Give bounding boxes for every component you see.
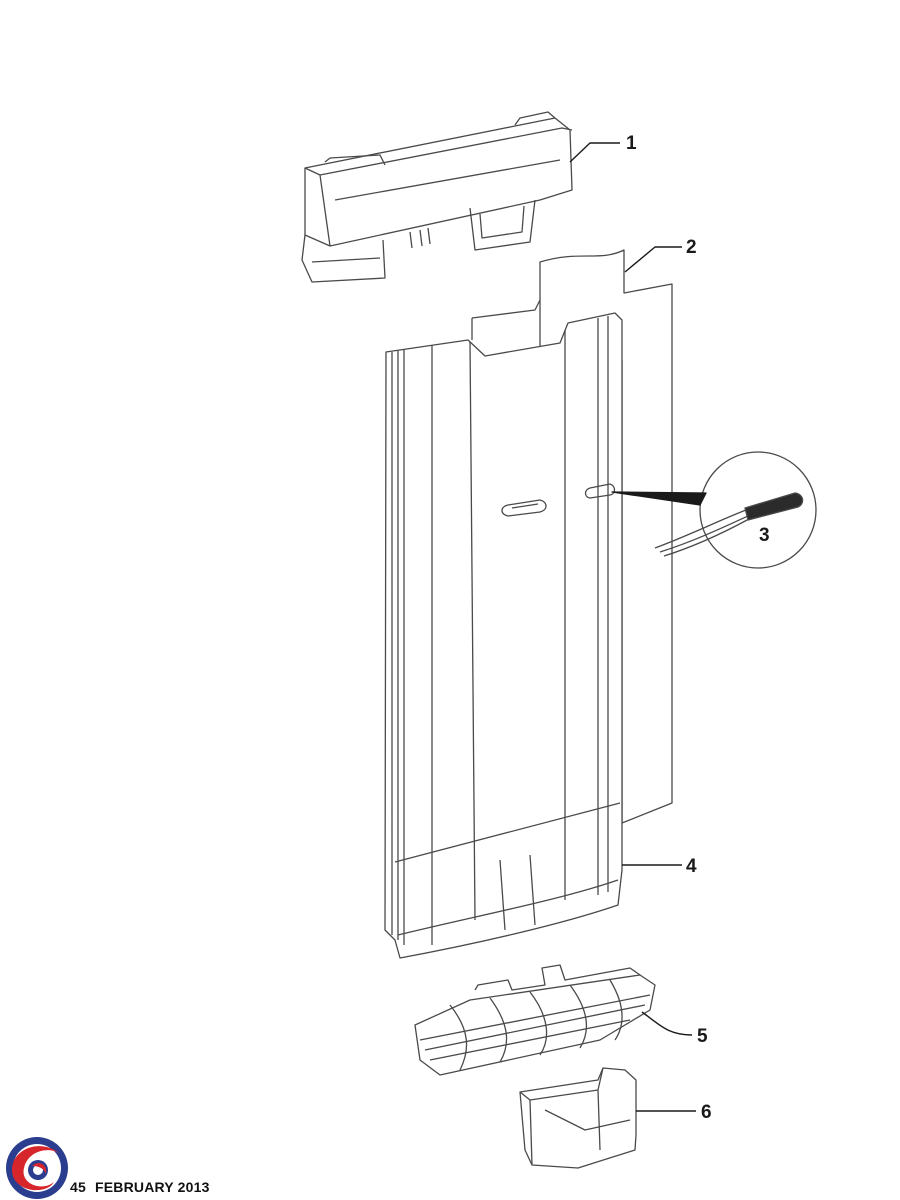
part-4-front-panel: [384, 312, 623, 959]
part-1-top-cover: [301, 111, 573, 283]
callout-1: 1: [626, 133, 637, 154]
leader-line-2: [624, 246, 682, 273]
callout-3: 3: [759, 525, 770, 546]
callout-5: 5: [697, 1026, 708, 1047]
leader-line-5: [641, 1011, 693, 1036]
leader-line-1: [569, 142, 620, 163]
leader-lines: [569, 142, 696, 1112]
part-2-back-sheet: [471, 249, 673, 824]
callout-4: 4: [686, 856, 697, 877]
callout-6: 6: [701, 1102, 712, 1123]
page-footer: 45 FEBRUARY 2013: [70, 1179, 219, 1195]
part-5-bottom-grille: [414, 964, 656, 1076]
footer-date: FEBRUARY 2013: [94, 1179, 210, 1195]
brand-logo: [6, 1137, 68, 1199]
part-3-sensor-detail: [611, 451, 817, 569]
callout-2: 2: [686, 237, 697, 258]
part-6-bottom-cap: [519, 1067, 637, 1169]
page-number: 45: [70, 1179, 86, 1195]
